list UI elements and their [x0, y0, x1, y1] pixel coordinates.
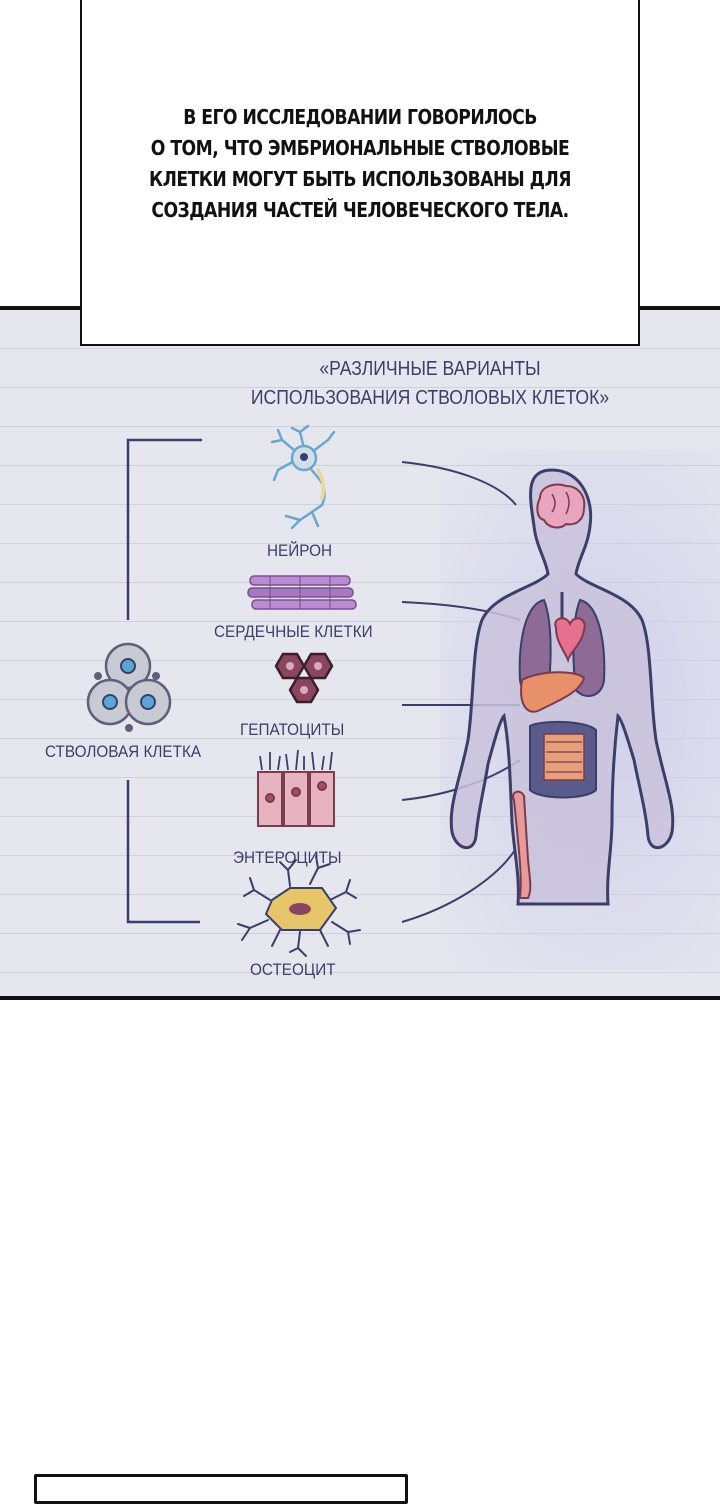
stem-cell-icon [86, 642, 172, 732]
cell-label-osteocyte: ОСТЕОЦИТ [250, 960, 336, 979]
enterocytes-icon [257, 749, 335, 827]
cell-label-hepatocytes: ГЕПАТОЦИТЫ [240, 720, 345, 739]
hepatocytes-icon [274, 652, 334, 704]
cell-label-enterocytes: ЭНТЕРОЦИТЫ [233, 848, 342, 867]
osteocyte-icon [237, 855, 361, 957]
diagram-title-line: ИСПОЛЬЗОВАНИЯ СТВОЛОВЫХ КЛЕТОК» [250, 387, 610, 409]
neuron-icon [270, 424, 336, 530]
next-caption-box [34, 1474, 408, 1504]
cell-label-neuron: НЕЙРОН [267, 541, 333, 560]
cell-label-cardiac: СЕРДЕЧНЫЕ КЛЕТКИ [214, 622, 373, 641]
caption-text-front: В ЕГО ИССЛЕДОВАНИИ ГОВОРИЛОСЬ О ТОМ, ЧТО… [138, 102, 582, 226]
bracket [126, 438, 202, 924]
caption-line: СОЗДАНИЯ ЧАСТЕЙ ЧЕЛОВЕЧЕСКОГО ТЕЛА. [151, 198, 569, 222]
diagram-title-line: «РАЗЛИЧНЫЕ ВАРИАНТЫ [319, 358, 541, 380]
caption-line: О ТОМ, ЧТО ЭМБРИОНАЛЬНЫЕ СТВОЛОВЫЕ [150, 136, 570, 160]
diagram-art [86, 424, 675, 957]
caption-line: КЛЕТКИ МОГУТ БЫТЬ ИСПОЛЬЗОВАНЫ ДЛЯ [149, 167, 571, 191]
caption-line: В ЕГО ИССЛЕДОВАНИИ ГОВОРИЛОСЬ [183, 105, 537, 129]
stem-cell-label: СТВОЛОВАЯ КЛЕТКА [45, 742, 202, 761]
caption-box-front: В ЕГО ИССЛЕДОВАНИИ ГОВОРИЛОСЬ О ТОМ, ЧТО… [80, 0, 640, 346]
diagram-title: «РАЗЛИЧНЫЕ ВАРИАНТЫ ИСПОЛЬЗОВАНИЯ СТВОЛО… [228, 355, 633, 413]
cardiac-cells-icon [247, 575, 357, 610]
human-body-organs-icon [449, 468, 675, 906]
